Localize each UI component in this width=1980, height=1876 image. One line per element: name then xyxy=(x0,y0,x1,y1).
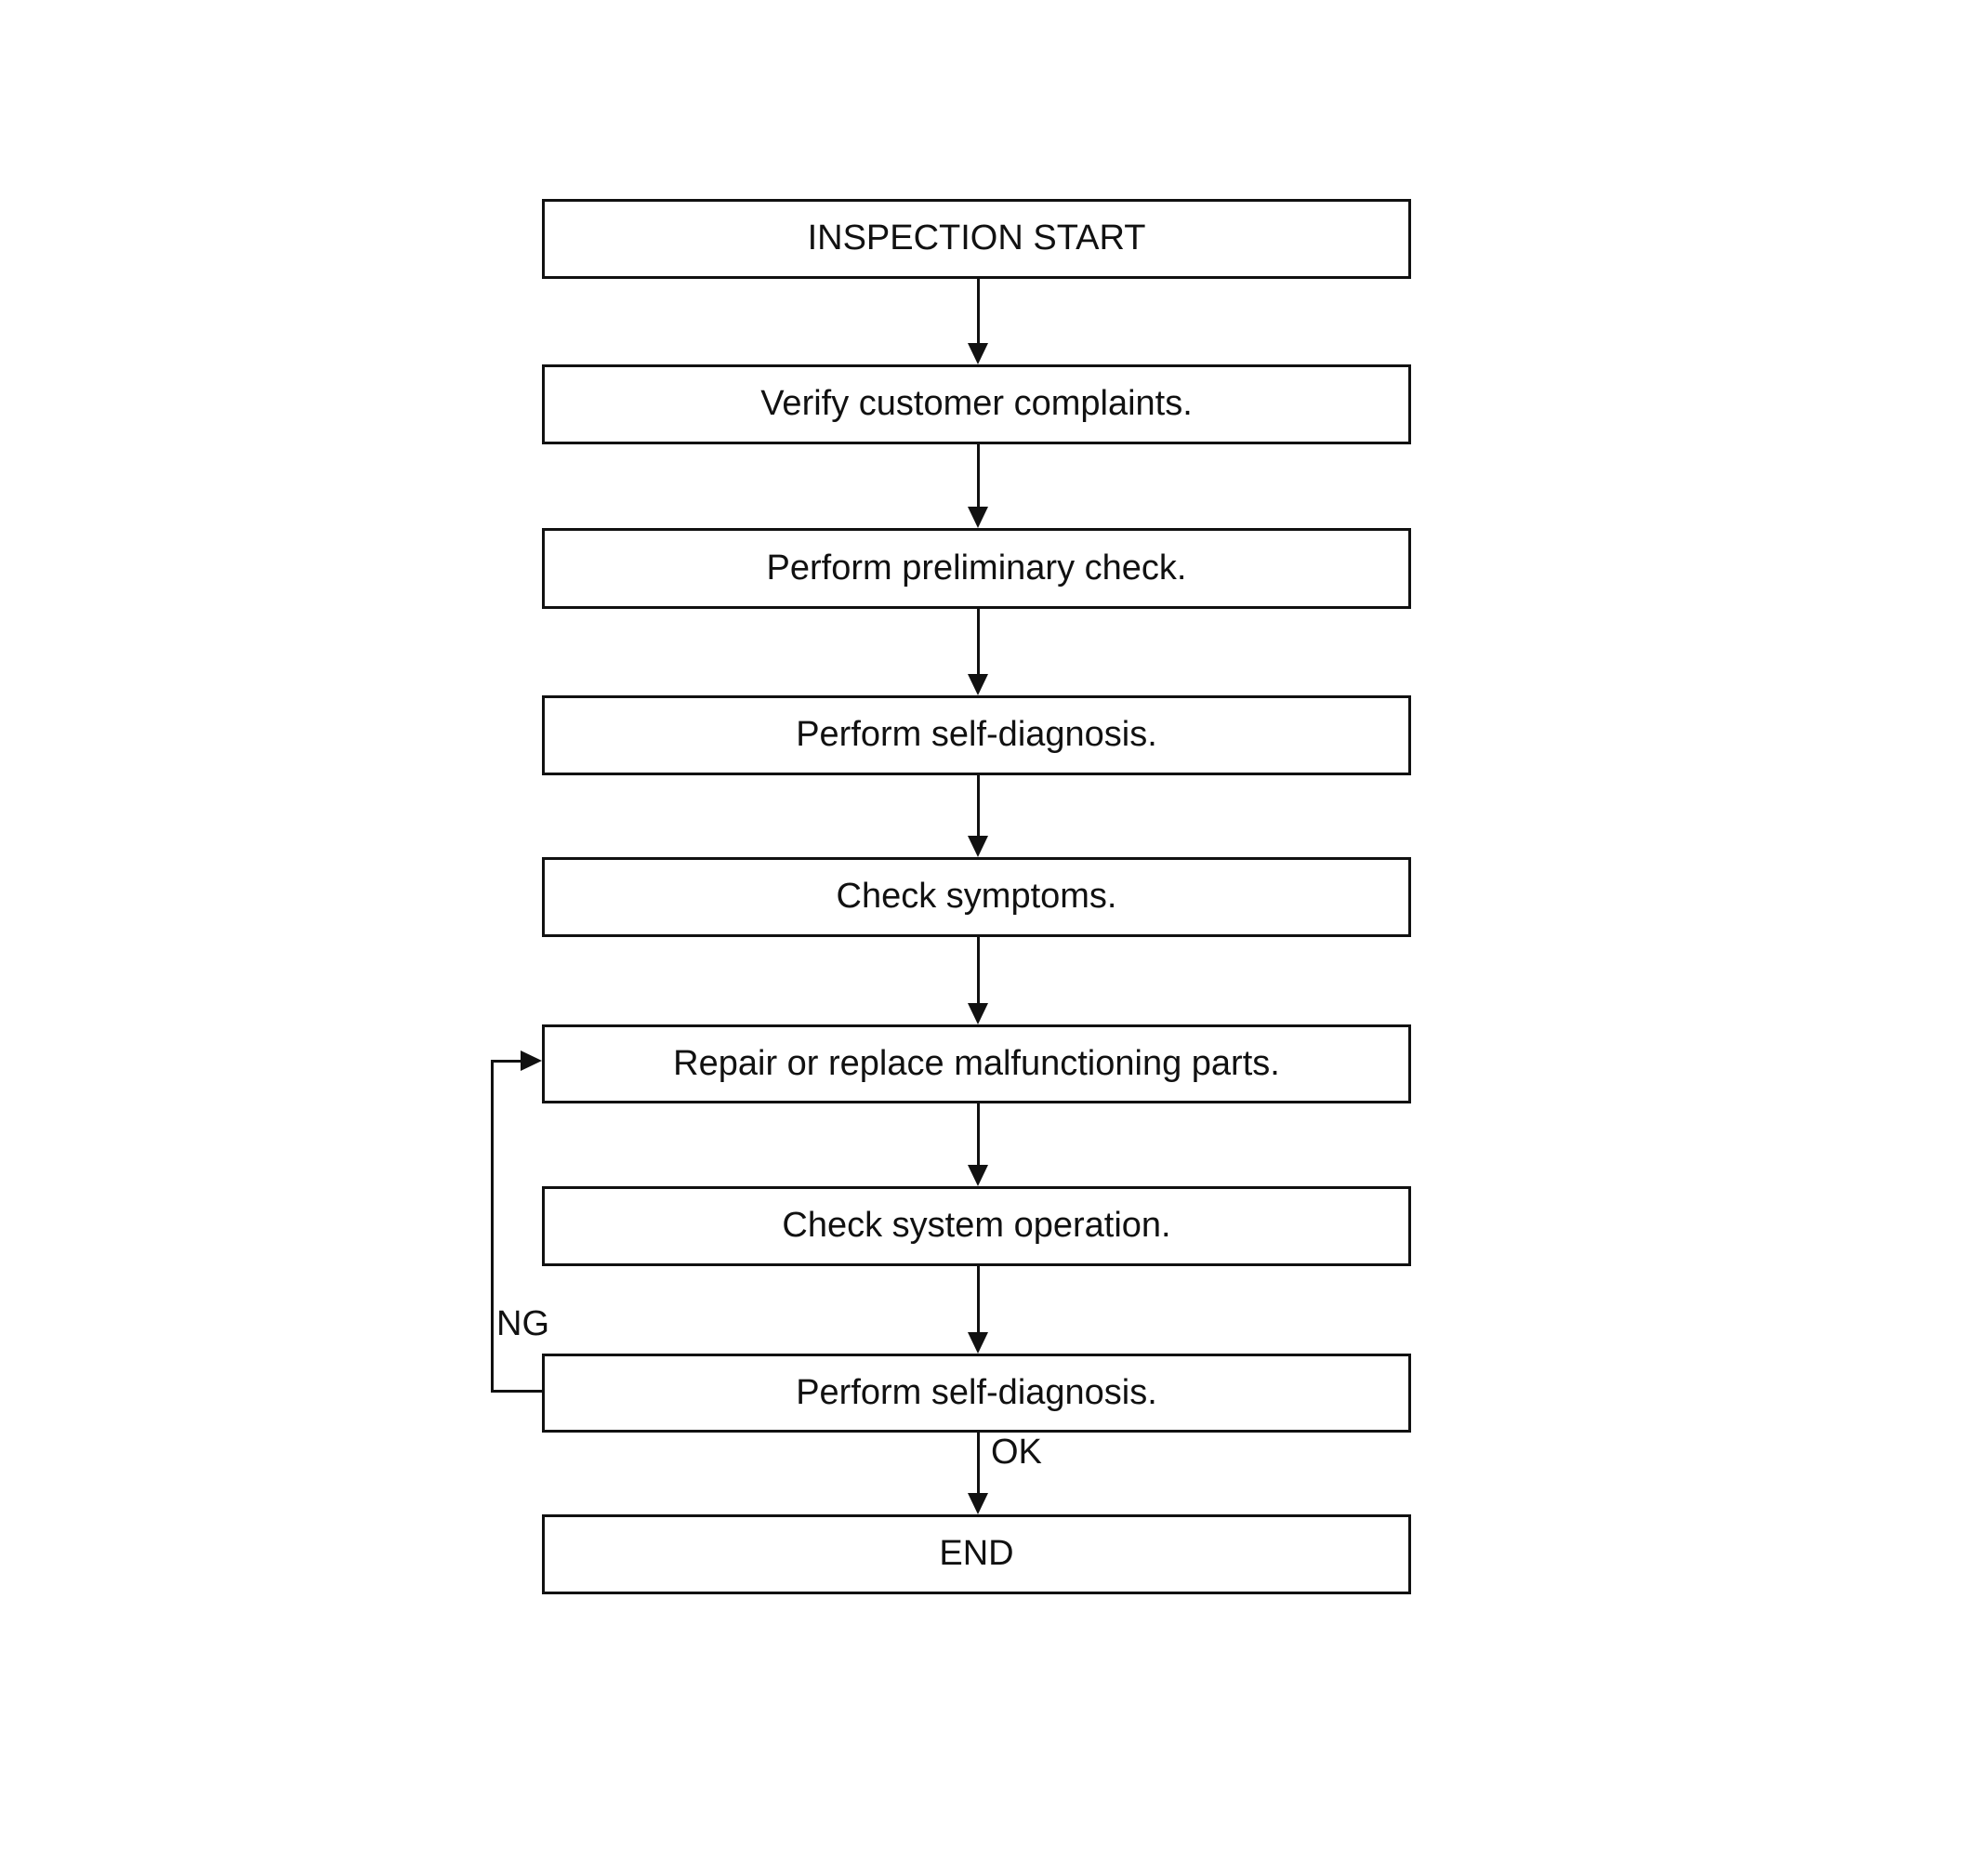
node-check-system-operation: Check system operation. xyxy=(542,1186,1411,1266)
ng-loop-vertical-line xyxy=(491,1060,494,1393)
arrowhead-down-icon xyxy=(968,1003,988,1024)
arrowhead-down-icon xyxy=(968,343,988,364)
arrowhead-right-icon xyxy=(521,1050,542,1071)
arrowhead-down-icon xyxy=(968,507,988,528)
edge-label-ng: NG xyxy=(496,1304,549,1343)
edge-line-start-to-verify xyxy=(977,279,980,345)
edge-line-preliminary-to-selfdiag1 xyxy=(977,609,980,676)
edge-line-selfdiag1-to-symptoms xyxy=(977,775,980,838)
edge-line-verify-to-preliminary xyxy=(977,444,980,509)
edge-line-symptoms-to-repair xyxy=(977,937,980,1005)
arrowhead-down-icon xyxy=(968,1493,988,1514)
node-perform-self-diagnosis-2: Perform self-diagnosis. xyxy=(542,1354,1411,1433)
node-perform-self-diagnosis-1: Perform self-diagnosis. xyxy=(542,695,1411,775)
edge-label-ok: OK xyxy=(991,1433,1042,1472)
edge-line-checkop-to-selfdiag2 xyxy=(977,1266,980,1334)
edge-line-repair-to-checkop xyxy=(977,1103,980,1167)
arrowhead-down-icon xyxy=(968,836,988,857)
node-end: END xyxy=(542,1514,1411,1594)
edge-line-selfdiag2-to-end xyxy=(977,1433,980,1495)
arrowhead-down-icon xyxy=(968,674,988,695)
node-verify-customer-complaints: Verify customer complaints. xyxy=(542,364,1411,444)
arrowhead-down-icon xyxy=(968,1332,988,1354)
node-inspection-start: INSPECTION START xyxy=(542,199,1411,279)
ng-loop-bottom-line xyxy=(491,1390,542,1393)
ng-loop-top-line xyxy=(491,1060,523,1063)
arrowhead-down-icon xyxy=(968,1165,988,1186)
node-repair-or-replace: Repair or replace malfunctioning parts. xyxy=(542,1024,1411,1103)
node-check-symptoms: Check symptoms. xyxy=(542,857,1411,937)
node-perform-preliminary-check: Perform preliminary check. xyxy=(542,528,1411,609)
